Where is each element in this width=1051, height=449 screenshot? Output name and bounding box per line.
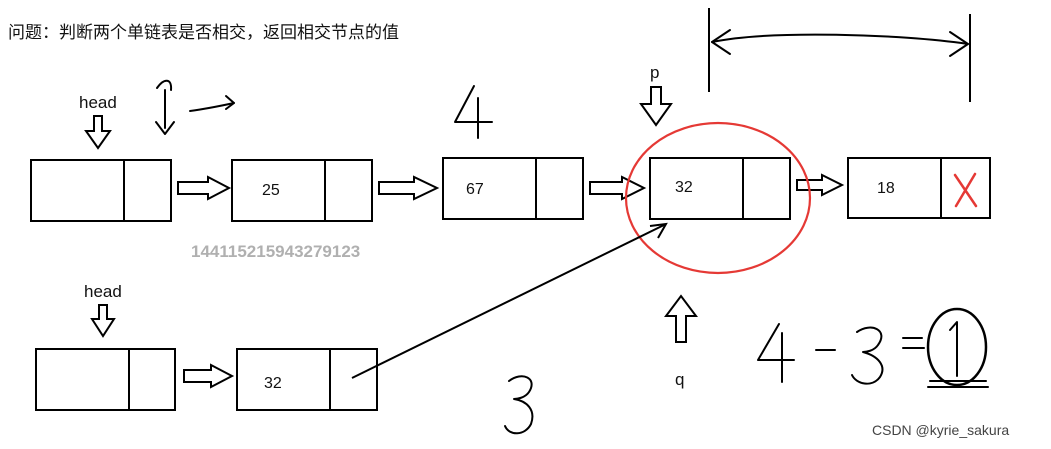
list1-node-1 (30, 159, 172, 222)
list1-node-3-value: 67 (466, 181, 484, 198)
list1-node-2: 25 (231, 159, 373, 222)
pointer-p-label: p (650, 63, 659, 82)
list2-head-label: head (84, 282, 122, 301)
list2-node-1 (35, 348, 176, 411)
list1-arrow-1 (177, 175, 232, 201)
pointer-q-label: q (675, 370, 684, 389)
list1-head-arrow (84, 115, 112, 150)
page-title: 问题：判断两个单链表是否相交，返回相交节点的值 (8, 23, 399, 42)
pointer-p-arrow (639, 86, 673, 127)
number-watermark: 1441152159432791​23 (191, 242, 360, 261)
handwritten-cur-mark (155, 79, 235, 135)
list1-node-2-value: 25 (262, 182, 280, 199)
list2-head-arrow (90, 304, 116, 338)
list2-node-2-value: 32 (264, 375, 282, 392)
intersection-circle (624, 121, 812, 275)
csdn-watermark: CSDN @kyrie_sakura (872, 422, 1009, 438)
list1-node-5: 18 (847, 157, 991, 219)
list1-head-label: head (79, 93, 117, 112)
list1-arrow-3 (589, 175, 647, 201)
pointer-q-arrow (664, 294, 698, 343)
handwritten-length-3 (504, 375, 534, 435)
null-x-mark (953, 172, 978, 208)
list1-node-5-value: 18 (877, 180, 895, 197)
list1-arrow-2 (378, 175, 440, 201)
list2-node-2: 32 (236, 348, 378, 411)
list1-node-4-value: 32 (675, 179, 693, 196)
dimension-marker (708, 8, 971, 102)
handwritten-length-4 (454, 85, 493, 139)
list2-link-to-intersection (351, 222, 668, 379)
list2-arrow-1 (183, 363, 235, 389)
list1-arrow-4 (796, 173, 845, 197)
list1-node-3: 67 (442, 157, 584, 220)
list1-node-4: 32 (649, 157, 791, 220)
handwritten-equation (757, 307, 989, 388)
